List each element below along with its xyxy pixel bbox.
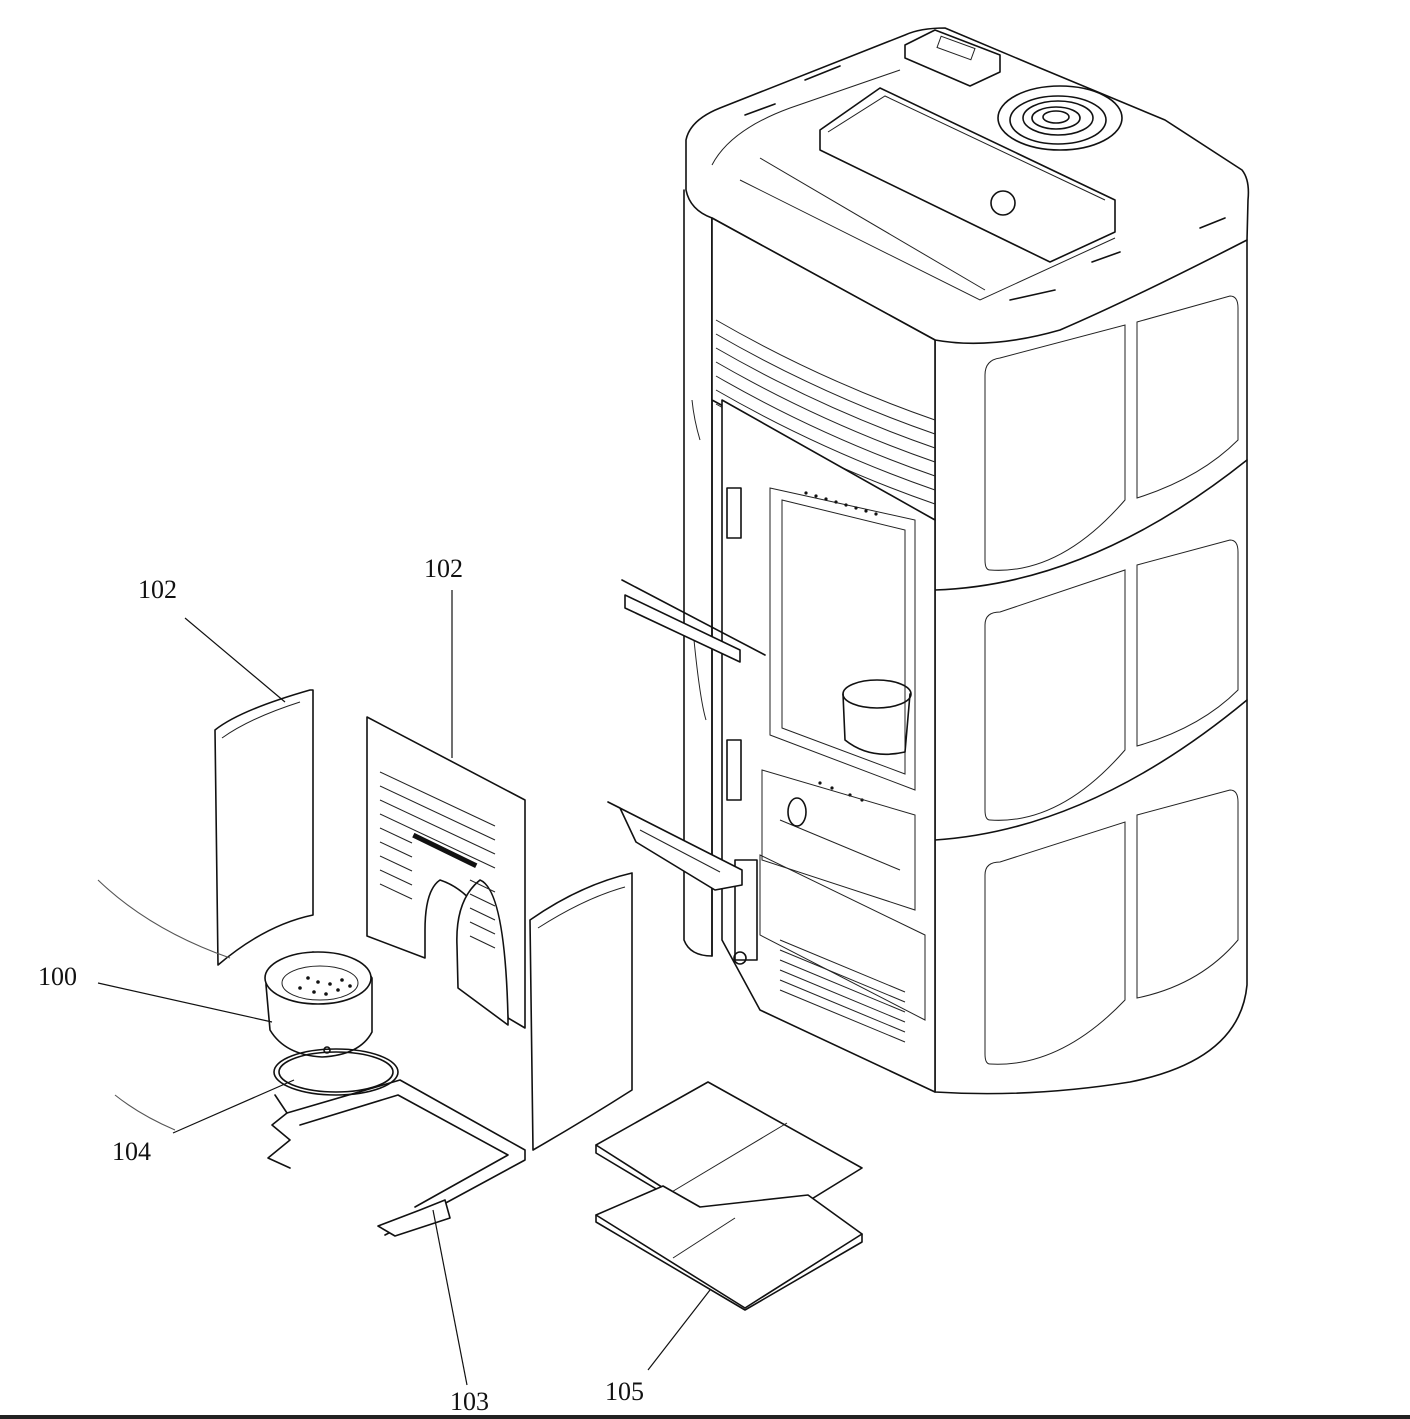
callout-label-bracket: 103	[450, 1387, 489, 1416]
callout-label-base-plates: 105	[605, 1377, 644, 1406]
leader-line	[184, 617, 286, 703]
side-bracket-upper	[621, 579, 766, 663]
base-plates	[595, 1081, 863, 1311]
support-bracket	[267, 1079, 526, 1237]
callout-label-left-panel: 102	[138, 575, 177, 604]
callout-label-gasket: 104	[112, 1137, 151, 1166]
leader-line	[647, 1289, 711, 1371]
burn-pot	[264, 951, 373, 1058]
left-side-panel	[214, 689, 314, 966]
bottom-border	[0, 1415, 1410, 1419]
leader-line	[172, 1079, 295, 1134]
pellet-stove	[683, 27, 1250, 1095]
motion-arc	[97, 879, 231, 959]
leader-line	[432, 1209, 468, 1386]
leader-line	[97, 982, 273, 1023]
side-bracket-lower	[607, 801, 743, 891]
motion-arc	[114, 1094, 176, 1131]
back-panel	[366, 716, 526, 1029]
right-side-panel	[529, 872, 633, 1151]
callout-label-burn-pot: 100	[38, 962, 77, 991]
gasket-ring	[273, 1048, 399, 1096]
callout-label-back-panel: 102	[424, 554, 463, 583]
